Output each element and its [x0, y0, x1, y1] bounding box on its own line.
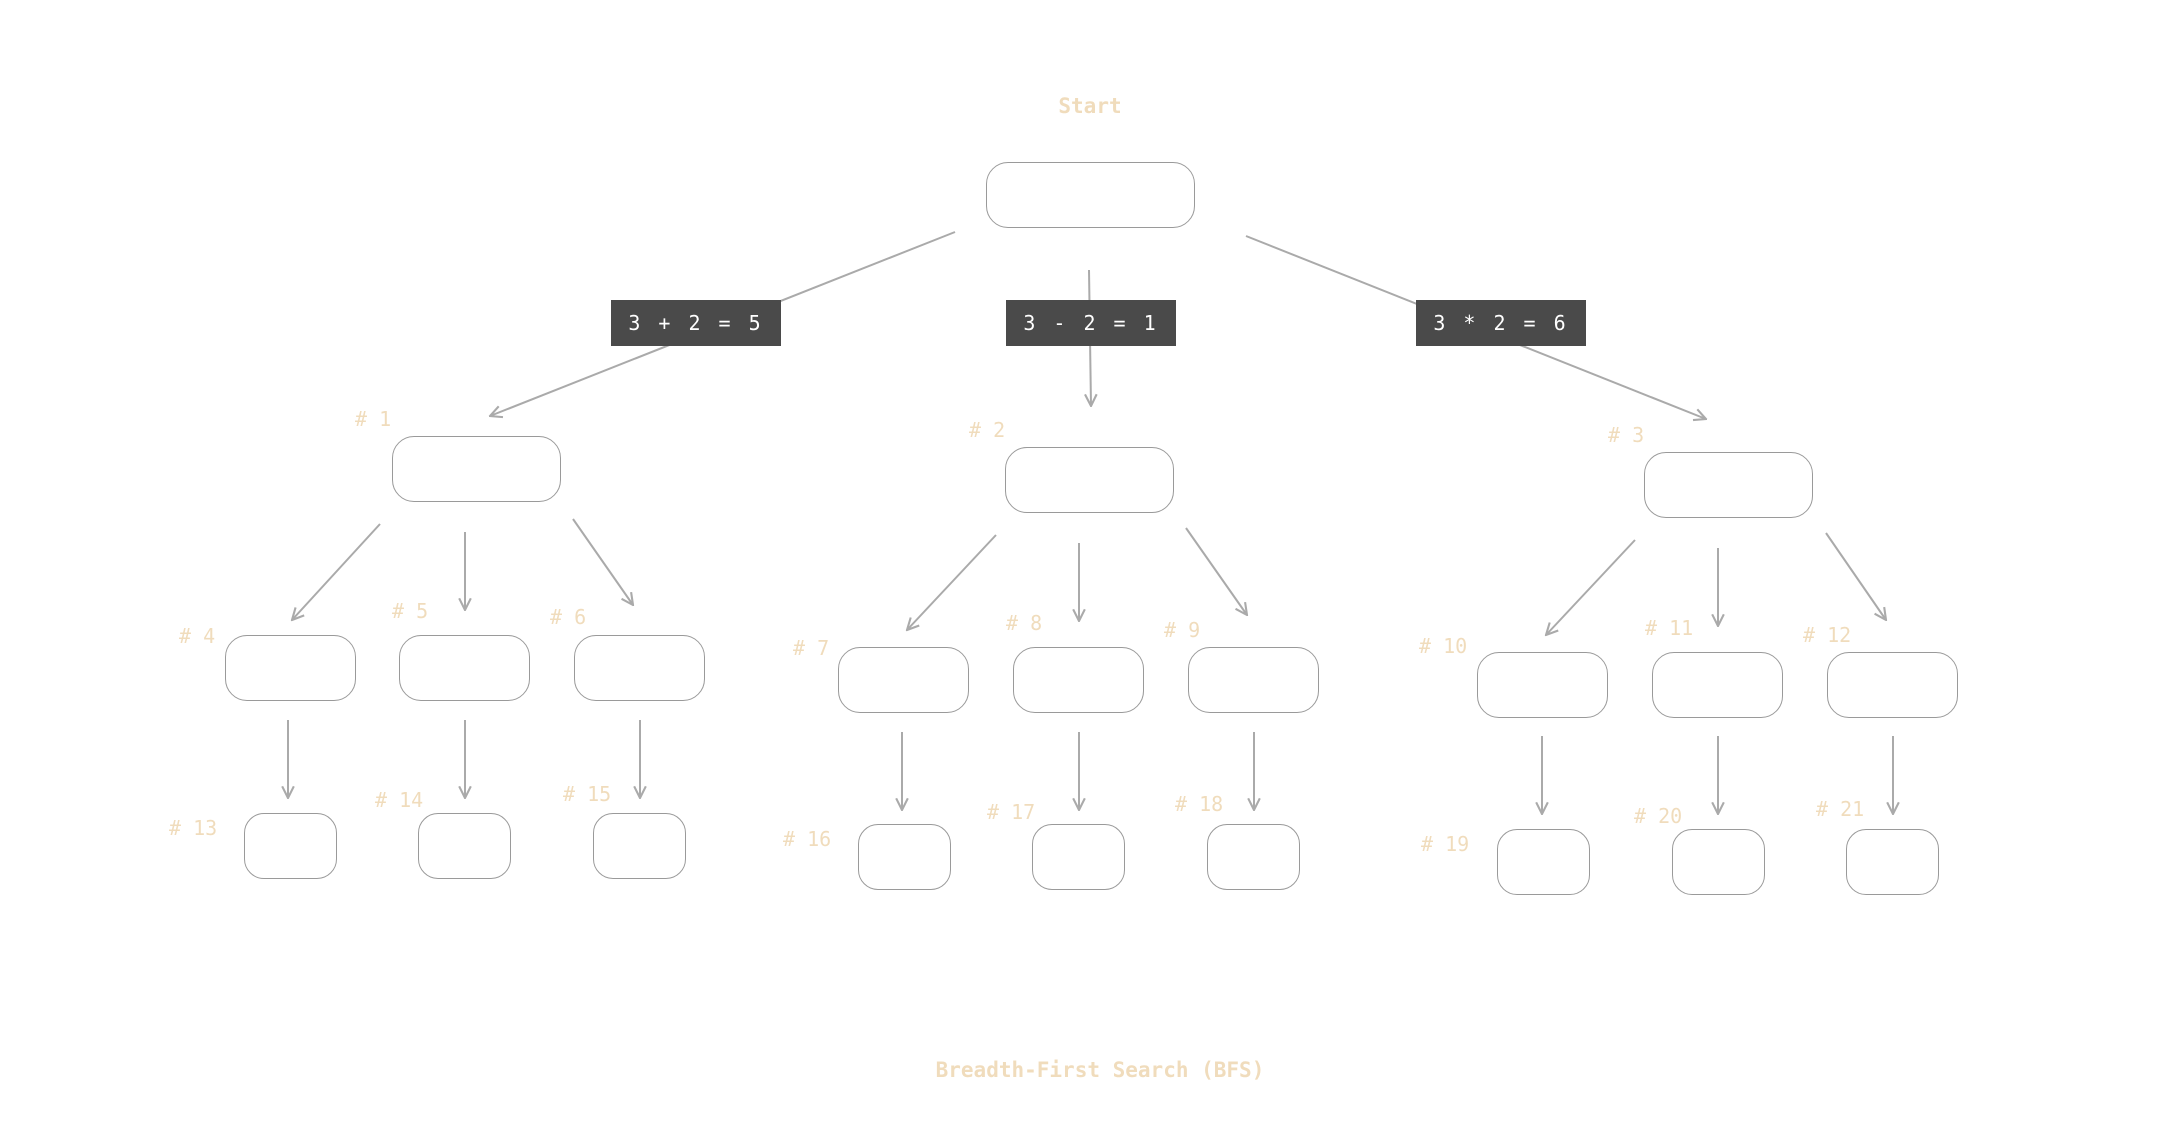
node-12 — [1827, 652, 1958, 718]
node-5-label: # 5 — [392, 599, 429, 623]
node-10-label: # 10 — [1419, 634, 1468, 658]
node-2 — [1005, 447, 1174, 513]
node-9 — [1188, 647, 1319, 713]
node-15 — [593, 813, 686, 879]
node-6-label: # 6 — [550, 605, 587, 629]
edge-1-6 — [572, 518, 633, 605]
node-7 — [838, 647, 969, 713]
node-5 — [399, 635, 530, 701]
node-2-label: # 2 — [969, 418, 1006, 442]
edge-2-9 — [1185, 527, 1247, 615]
node-20-label: # 20 — [1634, 804, 1683, 828]
node-3 — [1644, 452, 1813, 518]
node-4 — [225, 635, 356, 701]
node-20 — [1672, 829, 1765, 895]
node-8 — [1013, 647, 1144, 713]
start-label: Start — [1058, 94, 1122, 118]
node-4-label: # 4 — [179, 624, 216, 648]
node-19 — [1497, 829, 1590, 895]
edge-3-10 — [1546, 539, 1636, 635]
node-14 — [418, 813, 511, 879]
node-17-label: # 17 — [987, 800, 1036, 824]
diagram-caption: Breadth-First Search (BFS) — [935, 1058, 1265, 1082]
node-18 — [1207, 824, 1300, 890]
operation-subtract: 3 - 2 = 1 — [1006, 300, 1176, 346]
node-6 — [574, 635, 705, 701]
node-11-label: # 11 — [1645, 616, 1694, 640]
node-13 — [244, 813, 337, 879]
node-7-label: # 7 — [793, 636, 830, 660]
edge-2-7 — [907, 534, 997, 630]
node-17 — [1032, 824, 1125, 890]
node-12-label: # 12 — [1803, 623, 1852, 647]
root-node — [986, 162, 1195, 228]
edge-1-4 — [292, 523, 381, 620]
node-13-label: # 13 — [169, 816, 218, 840]
node-15-label: # 15 — [563, 782, 612, 806]
node-16-label: # 16 — [783, 827, 832, 851]
node-10 — [1477, 652, 1608, 718]
node-21-label: # 21 — [1816, 797, 1865, 821]
node-11 — [1652, 652, 1783, 718]
node-3-label: # 3 — [1608, 423, 1645, 447]
node-16 — [858, 824, 951, 890]
node-8-label: # 8 — [1006, 611, 1043, 635]
operation-add: 3 + 2 = 5 — [611, 300, 781, 346]
node-19-label: # 19 — [1421, 832, 1470, 856]
edge-3-12 — [1825, 532, 1886, 620]
node-1-label: # 1 — [355, 407, 392, 431]
node-14-label: # 14 — [375, 788, 424, 812]
node-21 — [1846, 829, 1939, 895]
node-9-label: # 9 — [1164, 618, 1201, 642]
operation-multiply: 3 * 2 = 6 — [1416, 300, 1586, 346]
node-1 — [392, 436, 561, 502]
node-18-label: # 18 — [1175, 792, 1224, 816]
